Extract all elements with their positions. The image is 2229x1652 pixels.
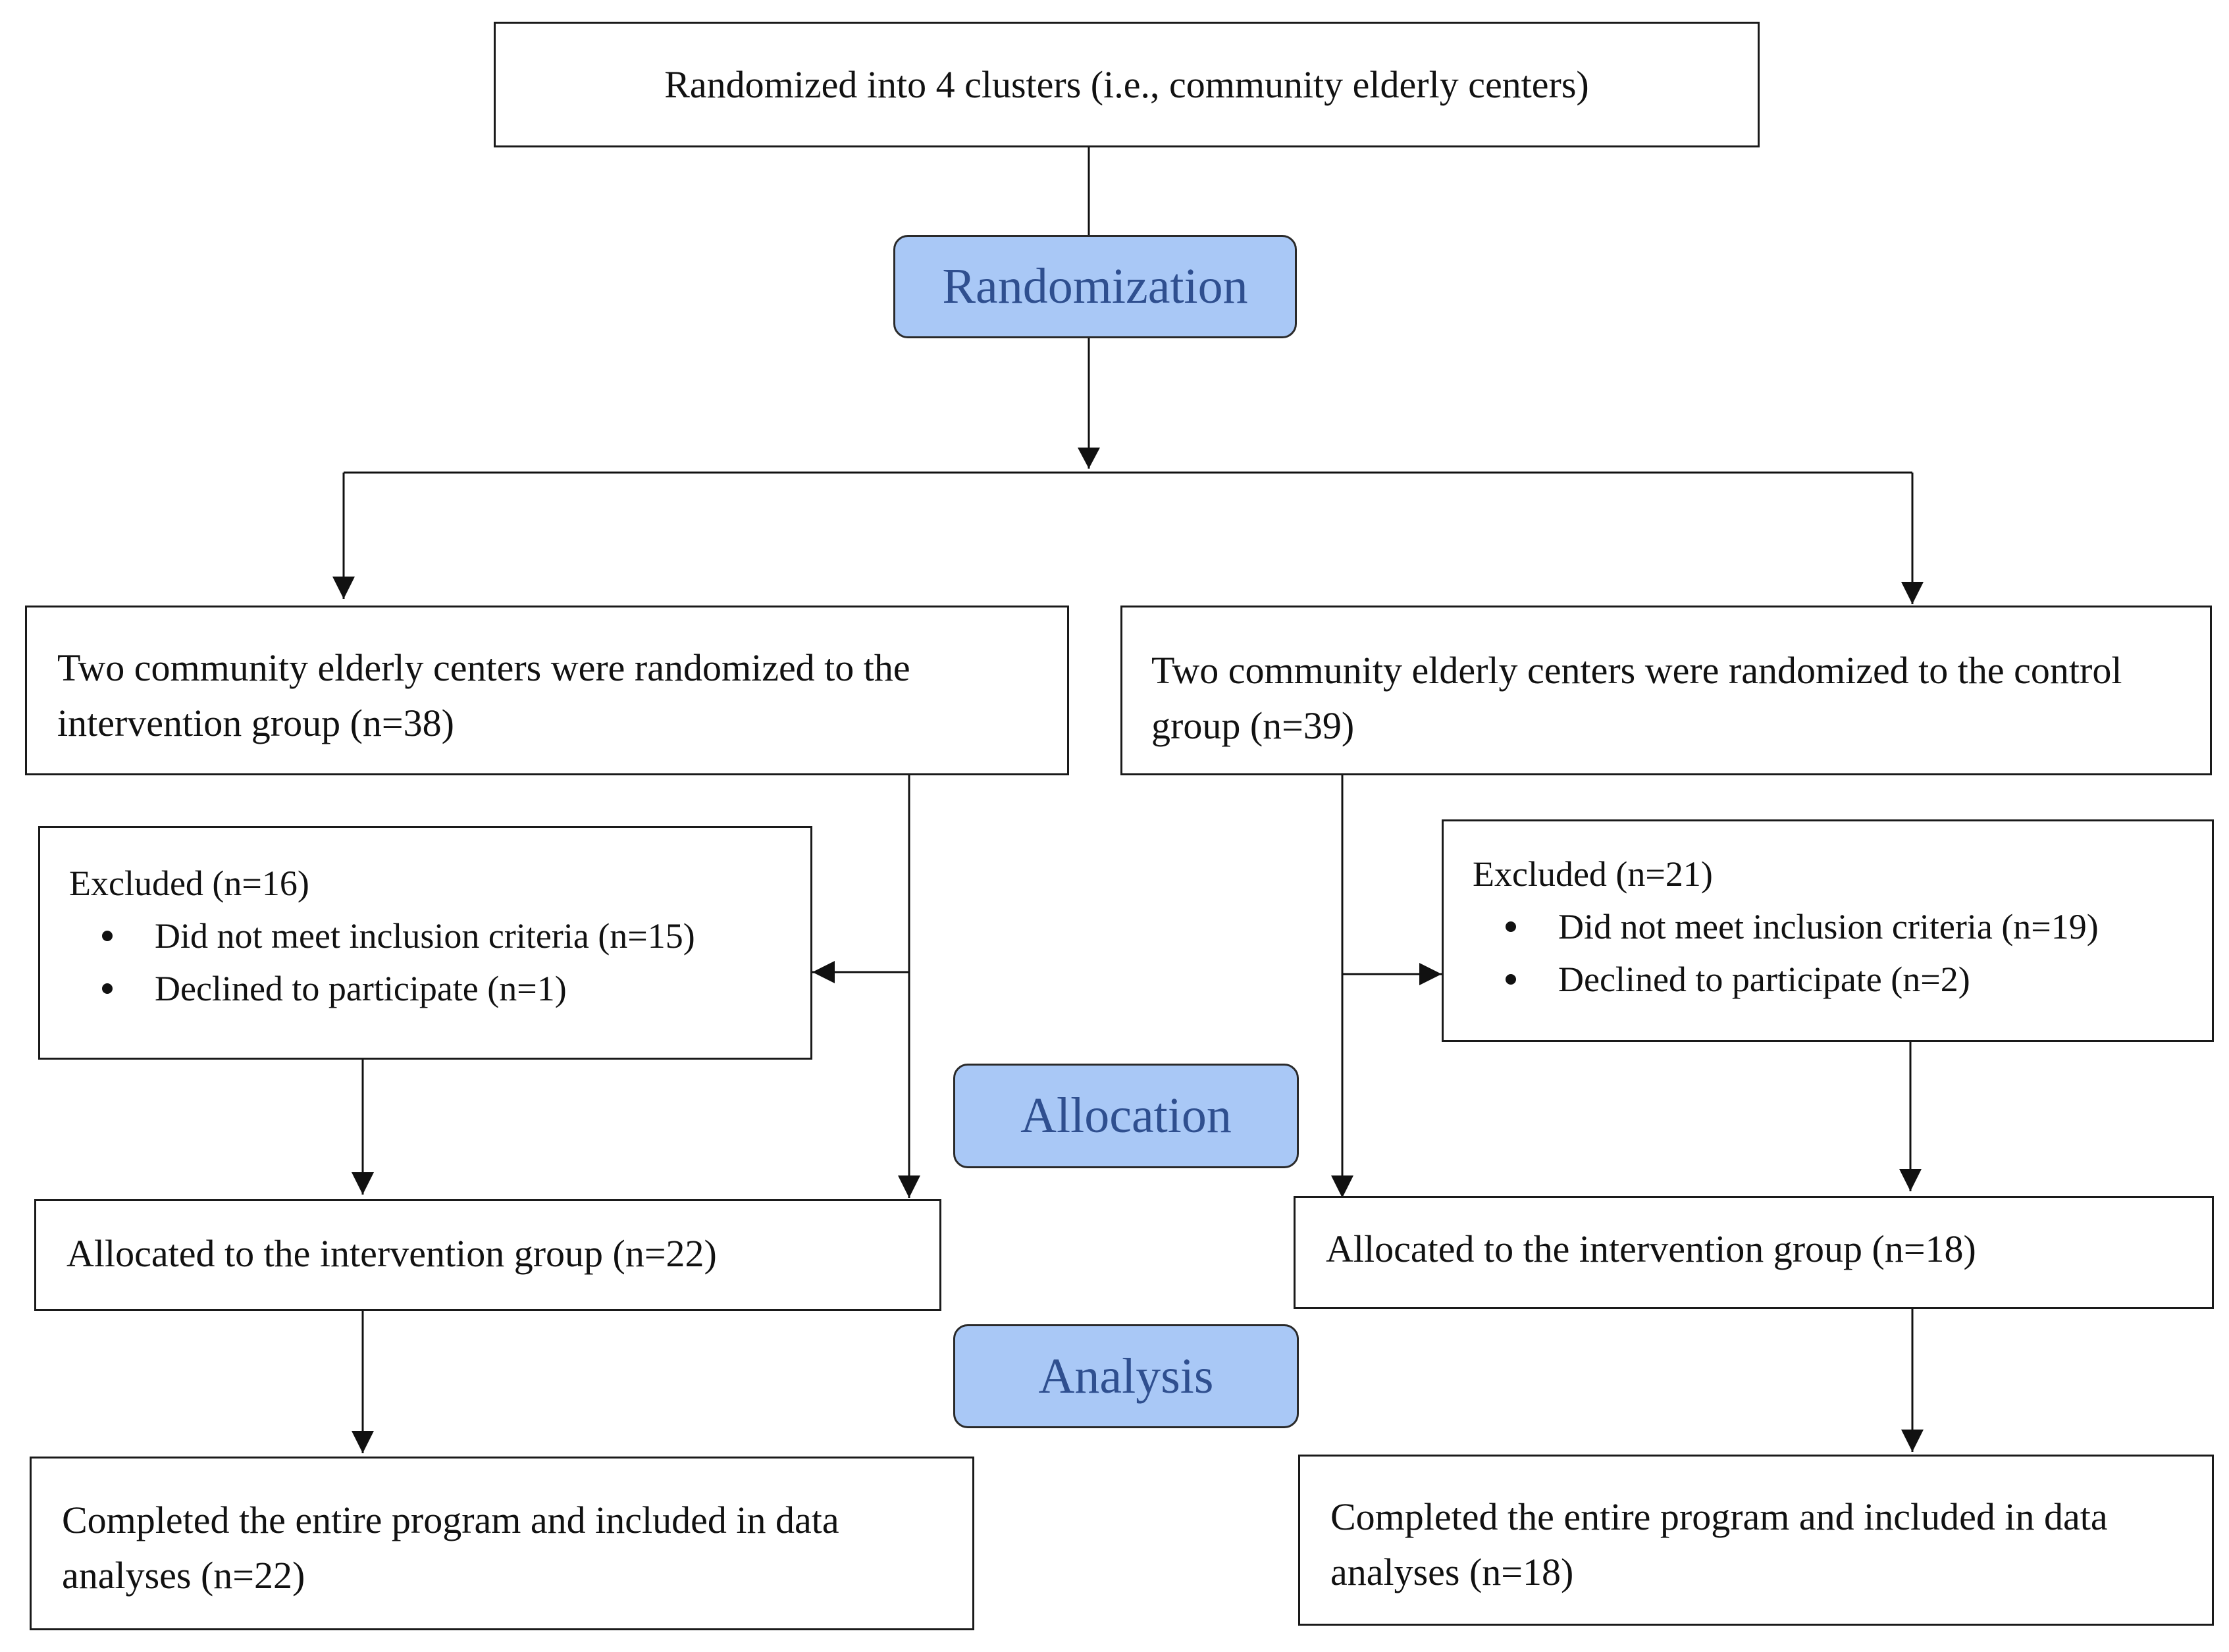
arrowhead-left-allocated-main	[898, 1175, 920, 1198]
stage-randomization-label: Randomization	[942, 259, 1248, 314]
left-group-text: Two community elderly centers were rando…	[57, 646, 910, 744]
right-completed-text: Completed the entire program and include…	[1330, 1495, 2108, 1593]
left-group-box: Two community elderly centers were rando…	[25, 606, 1069, 775]
stage-randomization: Randomization	[893, 235, 1297, 338]
right-excluded-title: Excluded (n=21)	[1473, 854, 1713, 894]
arrowhead-left-group	[332, 577, 355, 599]
arrowhead-right-excluded-alloc	[1899, 1169, 1922, 1191]
list-item: Did not meet inclusion criteria (n=19)	[1473, 900, 2199, 953]
right-excluded-list: Did not meet inclusion criteria (n=19) D…	[1473, 900, 2199, 1006]
right-excluded-box: Excluded (n=21) Did not meet inclusion c…	[1442, 819, 2214, 1042]
stage-analysis-label: Analysis	[1038, 1348, 1214, 1404]
left-excluded-list: Did not meet inclusion criteria (n=15) D…	[69, 910, 797, 1015]
left-excluded-title: Excluded (n=16)	[69, 864, 309, 903]
arrowhead-split	[1078, 448, 1100, 469]
arrowhead-right-group	[1901, 582, 1924, 604]
right-completed-box: Completed the entire program and include…	[1298, 1455, 2214, 1626]
arrowhead-right-allocated-main	[1331, 1175, 1353, 1198]
left-allocated-box: Allocated to the intervention group (n=2…	[34, 1199, 941, 1311]
left-excluded-box: Excluded (n=16) Did not meet inclusion c…	[38, 826, 812, 1060]
top-randomized-box: Randomized into 4 clusters (i.e., commun…	[494, 22, 1760, 147]
stage-allocation-label: Allocation	[1020, 1088, 1232, 1143]
right-allocated-box: Allocated to the intervention group (n=1…	[1294, 1196, 2214, 1309]
arrowhead-right-excluded	[1419, 963, 1442, 985]
stage-analysis: Analysis	[953, 1324, 1299, 1428]
arrowhead-left-excluded	[812, 961, 835, 983]
left-completed-box: Completed the entire program and include…	[30, 1457, 974, 1630]
list-item: Declined to participate (n=2)	[1473, 953, 2199, 1006]
list-item: Declined to participate (n=1)	[69, 962, 797, 1015]
left-allocated-text: Allocated to the intervention group (n=2…	[66, 1232, 717, 1275]
right-group-text: Two community elderly centers were rando…	[1151, 649, 2122, 747]
list-item: Did not meet inclusion criteria (n=15)	[69, 910, 797, 962]
top-randomized-text: Randomized into 4 clusters (i.e., commun…	[664, 63, 1589, 106]
left-completed-text: Completed the entire program and include…	[62, 1499, 839, 1597]
right-allocated-text: Allocated to the intervention group (n=1…	[1326, 1227, 1976, 1270]
arrowhead-left-completed	[352, 1431, 374, 1453]
right-group-box: Two community elderly centers were rando…	[1120, 606, 2212, 775]
arrowhead-left-excluded-alloc	[352, 1172, 374, 1195]
stage-allocation: Allocation	[953, 1064, 1299, 1168]
arrowhead-right-completed	[1901, 1430, 1924, 1452]
